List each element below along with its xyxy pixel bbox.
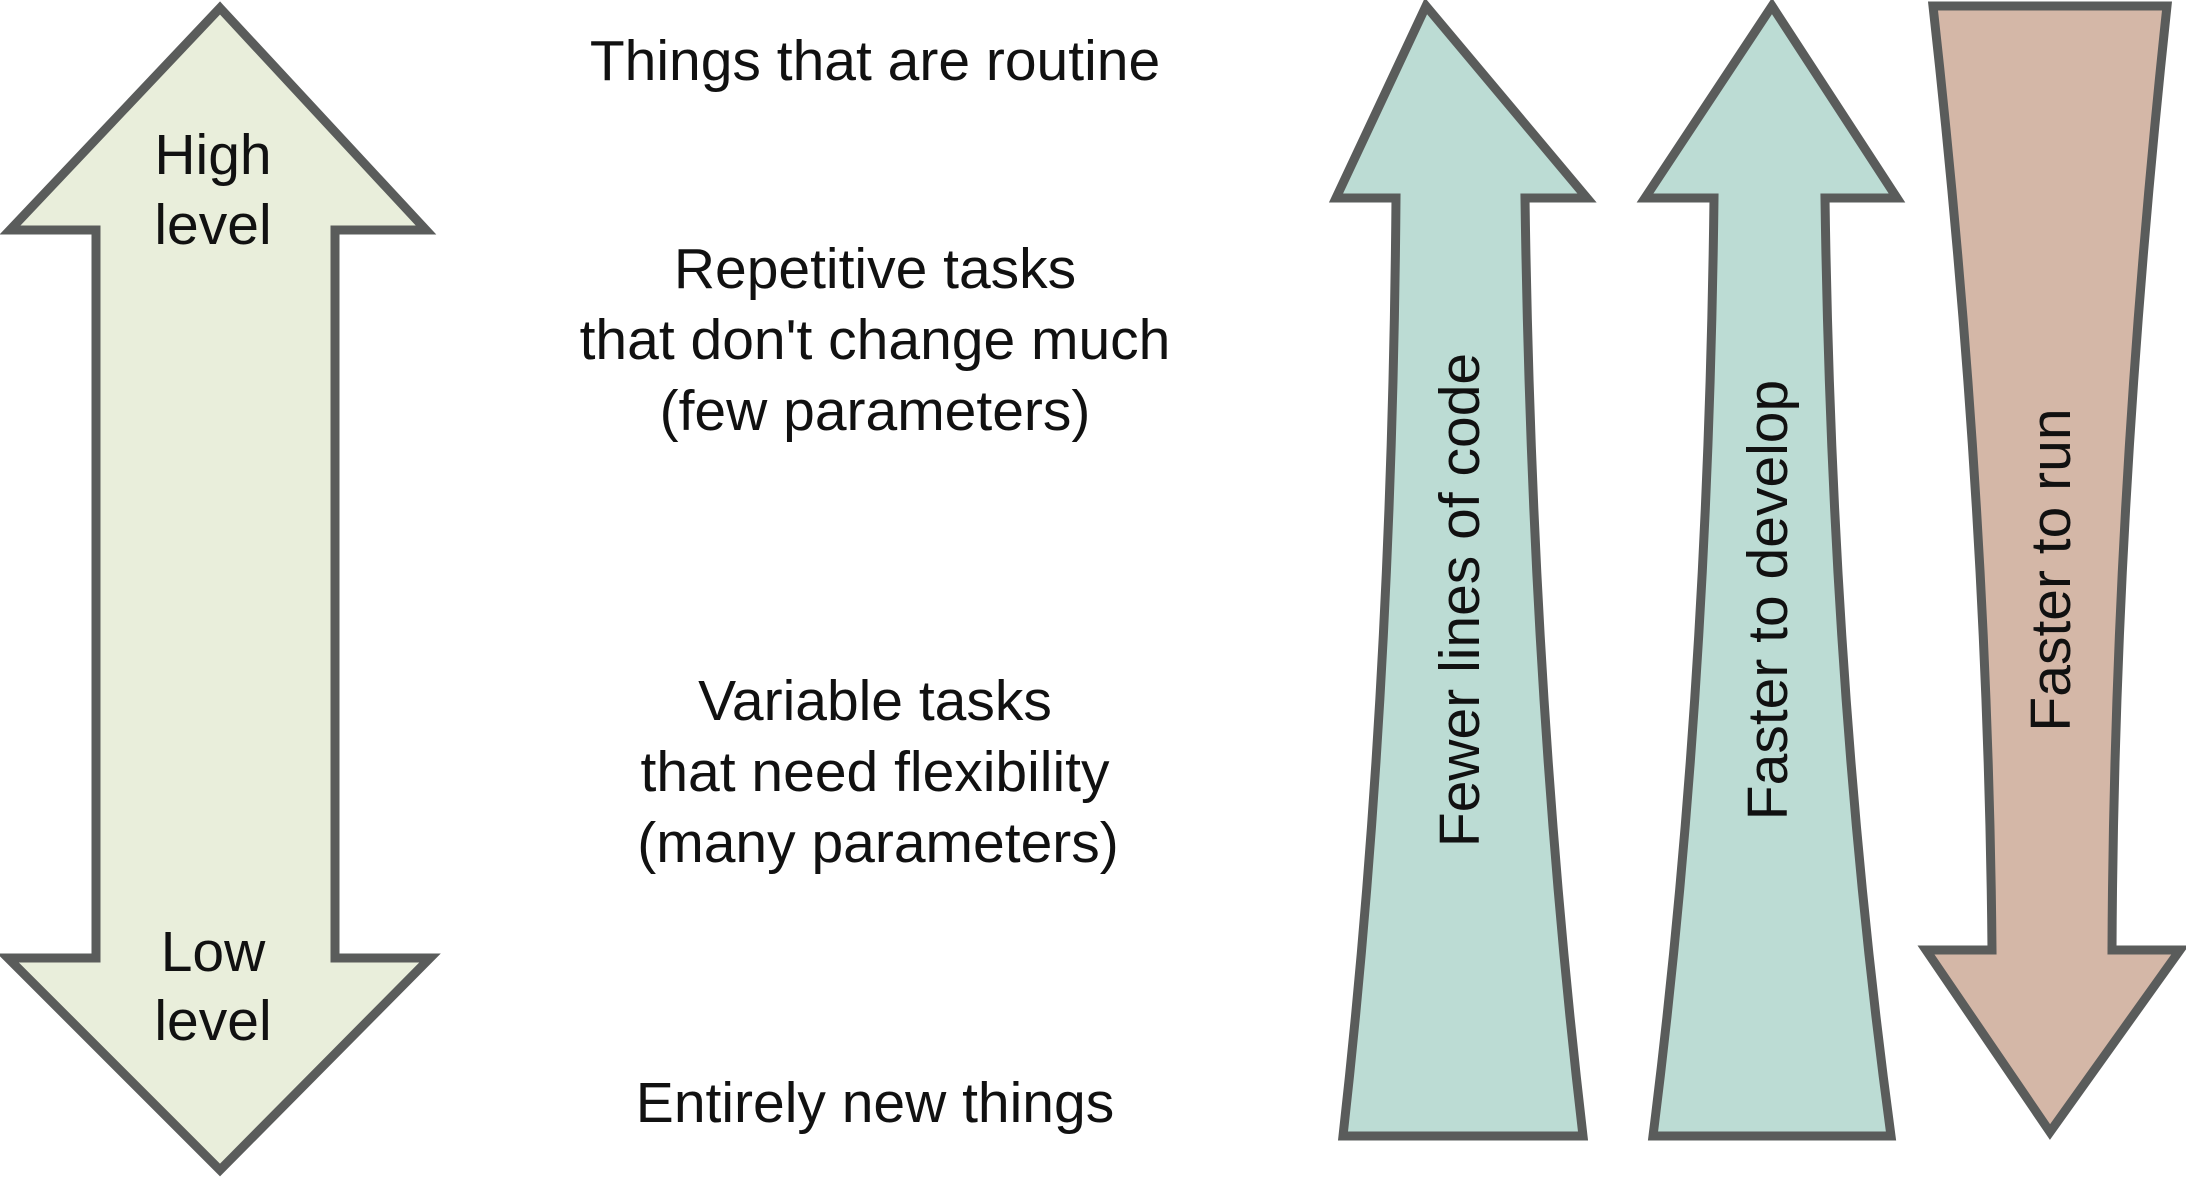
low-level-label-line2: level — [154, 989, 271, 1053]
faster-develop-arrow: Faster to develop — [1636, 0, 1906, 1141]
fewer-lines-arrow-shape — [1328, 0, 1597, 1141]
level-arrow-shape — [0, 1, 441, 1177]
repetitive-text-line2: that don't change much — [580, 308, 1171, 372]
low-level-label-line1: Low — [161, 920, 266, 984]
faster-run-arrow: Faster to run — [1917, 1, 2186, 1140]
task-spectrum-text: Things that are routine Repetitive tasks… — [580, 29, 1171, 1135]
variable-text-line2: that need flexibility — [641, 740, 1110, 804]
high-level-label-line1: High — [154, 123, 271, 187]
level-double-arrow: High level Low level — [0, 1, 441, 1177]
repetitive-text-line1: Repetitive tasks — [674, 237, 1076, 301]
high-level-label-line2: level — [154, 193, 271, 257]
routine-text: Things that are routine — [590, 29, 1160, 93]
faster-run-label: Faster to run — [2019, 408, 2083, 731]
faster-develop-label: Faster to develop — [1736, 380, 1800, 820]
variable-text-line1: Variable tasks — [698, 669, 1052, 733]
variable-text-line3: (many parameters) — [637, 811, 1118, 875]
repetitive-text-line3: (few parameters) — [660, 379, 1091, 443]
new-things-text: Entirely new things — [636, 1071, 1114, 1135]
faster-develop-arrow-shape — [1636, 0, 1906, 1141]
fewer-lines-arrow: Fewer lines of code — [1328, 0, 1597, 1141]
fewer-lines-label: Fewer lines of code — [1428, 353, 1492, 847]
faster-run-arrow-shape — [1917, 1, 2186, 1140]
